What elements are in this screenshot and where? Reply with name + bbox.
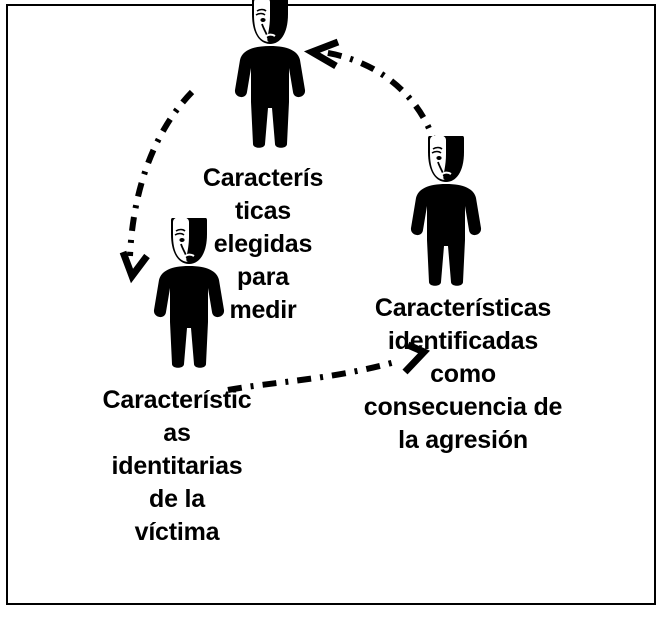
arrowhead-to-right-figure <box>402 341 430 375</box>
label-line: como <box>430 360 496 388</box>
arrow-right-to-top-line <box>321 49 439 151</box>
label-line: Característic <box>102 386 252 414</box>
label-line: medir <box>229 296 297 324</box>
person-body-icon <box>410 184 482 286</box>
label-caracteristicas-identificadas: Características identificadas como conse… <box>338 292 588 457</box>
label-line: as <box>163 419 191 447</box>
label-line: la agresión <box>398 426 528 454</box>
theatre-mask-icon <box>252 0 288 44</box>
label-line: elegidas <box>213 230 313 258</box>
theatre-mask-icon <box>171 218 207 264</box>
label-line: de la <box>149 485 205 513</box>
arrow-top-to-left-line <box>127 89 195 257</box>
arrowhead-to-left-figure <box>119 250 150 284</box>
label-line: ticas <box>235 197 291 225</box>
arrow-left-to-right-line <box>227 359 396 393</box>
label-line: Características <box>374 294 552 322</box>
label-line: consecuencia de <box>363 393 563 421</box>
person-body-icon <box>153 266 225 368</box>
label-line: para <box>236 263 289 291</box>
label-caracteristicas-elegidas: Caracterís ticas elegidas para medir <box>168 162 358 327</box>
label-caracteristicas-identitarias: Característic as identitarias de la víct… <box>62 384 292 549</box>
label-line: víctima <box>134 518 220 546</box>
diagram-border <box>6 4 656 605</box>
masked-person-icon <box>398 136 494 286</box>
person-body-icon <box>234 46 306 148</box>
masked-person-icon <box>222 0 318 148</box>
label-line: Caracterís <box>202 164 324 192</box>
arrowhead-to-top-figure <box>303 38 340 70</box>
theatre-mask-icon <box>428 136 464 182</box>
label-line: identificadas <box>387 327 539 355</box>
masked-person-icon <box>141 218 237 368</box>
label-line: identitarias <box>111 452 243 480</box>
